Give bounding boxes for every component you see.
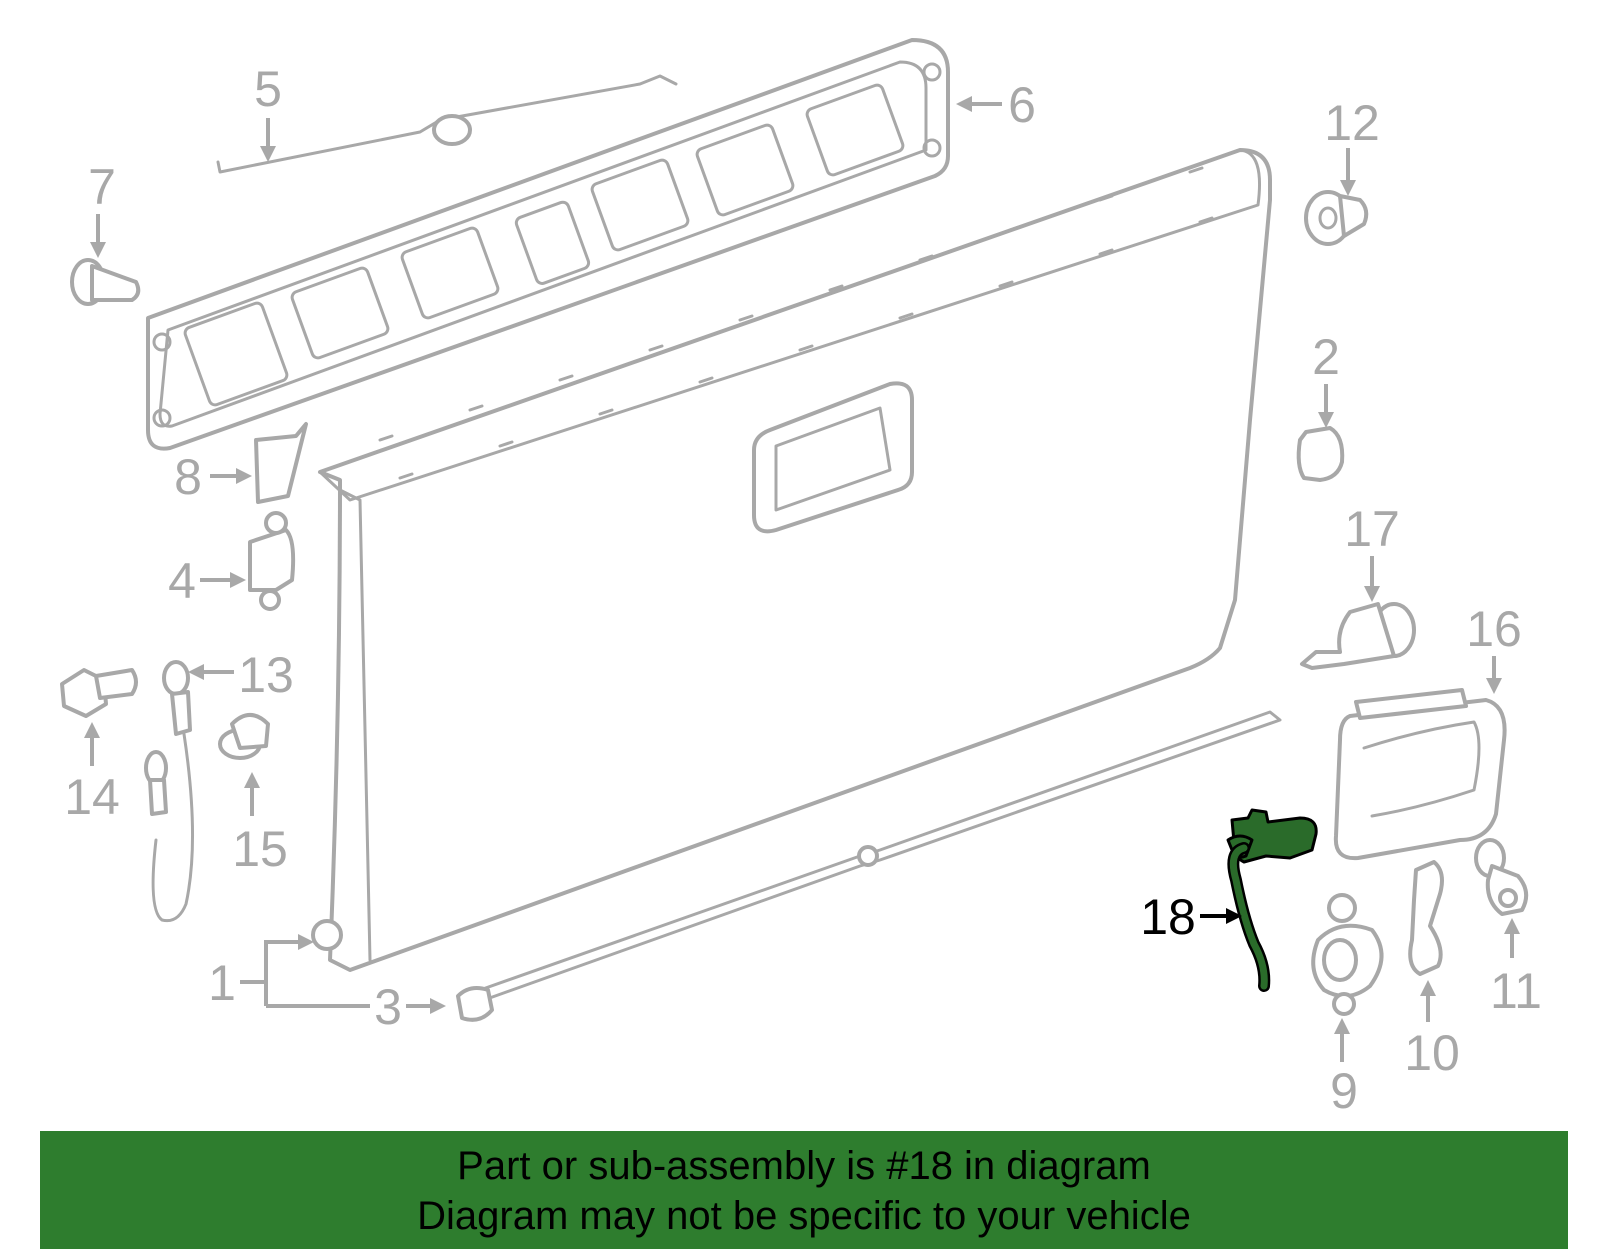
part-8-bracket xyxy=(254,422,308,504)
part-14-bolt xyxy=(60,668,138,718)
info-banner: Part or sub-assembly is #18 in diagram D… xyxy=(40,1131,1568,1249)
callout-label-8: 8 xyxy=(174,449,202,505)
callout-label-11: 11 xyxy=(1490,963,1542,1019)
parts-diagram: 1 2 3 4 5 6 7 8 9 10 11 12 13 14 15 16 1… xyxy=(60,38,1542,1119)
callout-label-15: 15 xyxy=(232,821,288,877)
callout-label-4: 4 xyxy=(168,553,196,609)
callout-label-9: 9 xyxy=(1330,1063,1358,1119)
callout-label-5: 5 xyxy=(254,61,282,117)
part-18-harness xyxy=(1226,808,1318,992)
part-12-bushing xyxy=(1304,190,1369,246)
callout-labels: 1 2 3 4 5 6 7 8 9 10 11 12 13 14 15 16 1… xyxy=(64,61,1542,1119)
callout-label-7: 7 xyxy=(88,159,116,215)
callout-label-18: 18 xyxy=(1140,889,1196,945)
part-5-rod xyxy=(216,74,678,174)
part-9-striker xyxy=(1311,893,1384,1016)
callout-label-10: 10 xyxy=(1404,1025,1460,1081)
callout-label-17: 17 xyxy=(1344,501,1400,557)
part-15-bushing xyxy=(218,713,270,760)
callout-label-12: 12 xyxy=(1324,95,1380,151)
part-2-bumper xyxy=(1296,426,1345,482)
callout-label-6: 6 xyxy=(1008,77,1036,133)
callout-label-2: 2 xyxy=(1312,329,1340,385)
part-4-striker xyxy=(248,511,296,611)
part-1-tailgate xyxy=(311,148,1272,972)
part-13-cable xyxy=(144,660,194,923)
part-10-bracket xyxy=(1408,860,1444,976)
callout-label-14: 14 xyxy=(64,769,120,825)
callout-label-13: 13 xyxy=(238,647,294,703)
part-3-rod xyxy=(456,710,1282,1022)
callout-label-16: 16 xyxy=(1466,601,1522,657)
callout-label-1: 1 xyxy=(208,955,236,1011)
part-6-panel xyxy=(146,38,950,451)
banner-line-2: Diagram may not be specific to your vehi… xyxy=(417,1194,1191,1238)
banner-line-1: Part or sub-assembly is #18 in diagram xyxy=(457,1144,1151,1188)
part-11-cable-end xyxy=(1474,838,1529,916)
callout-leaders xyxy=(84,96,1520,1062)
part-16-handle xyxy=(1333,688,1507,861)
part-17-clip xyxy=(1300,602,1416,670)
callout-label-3: 3 xyxy=(374,979,402,1035)
part-7-pin xyxy=(70,258,141,306)
